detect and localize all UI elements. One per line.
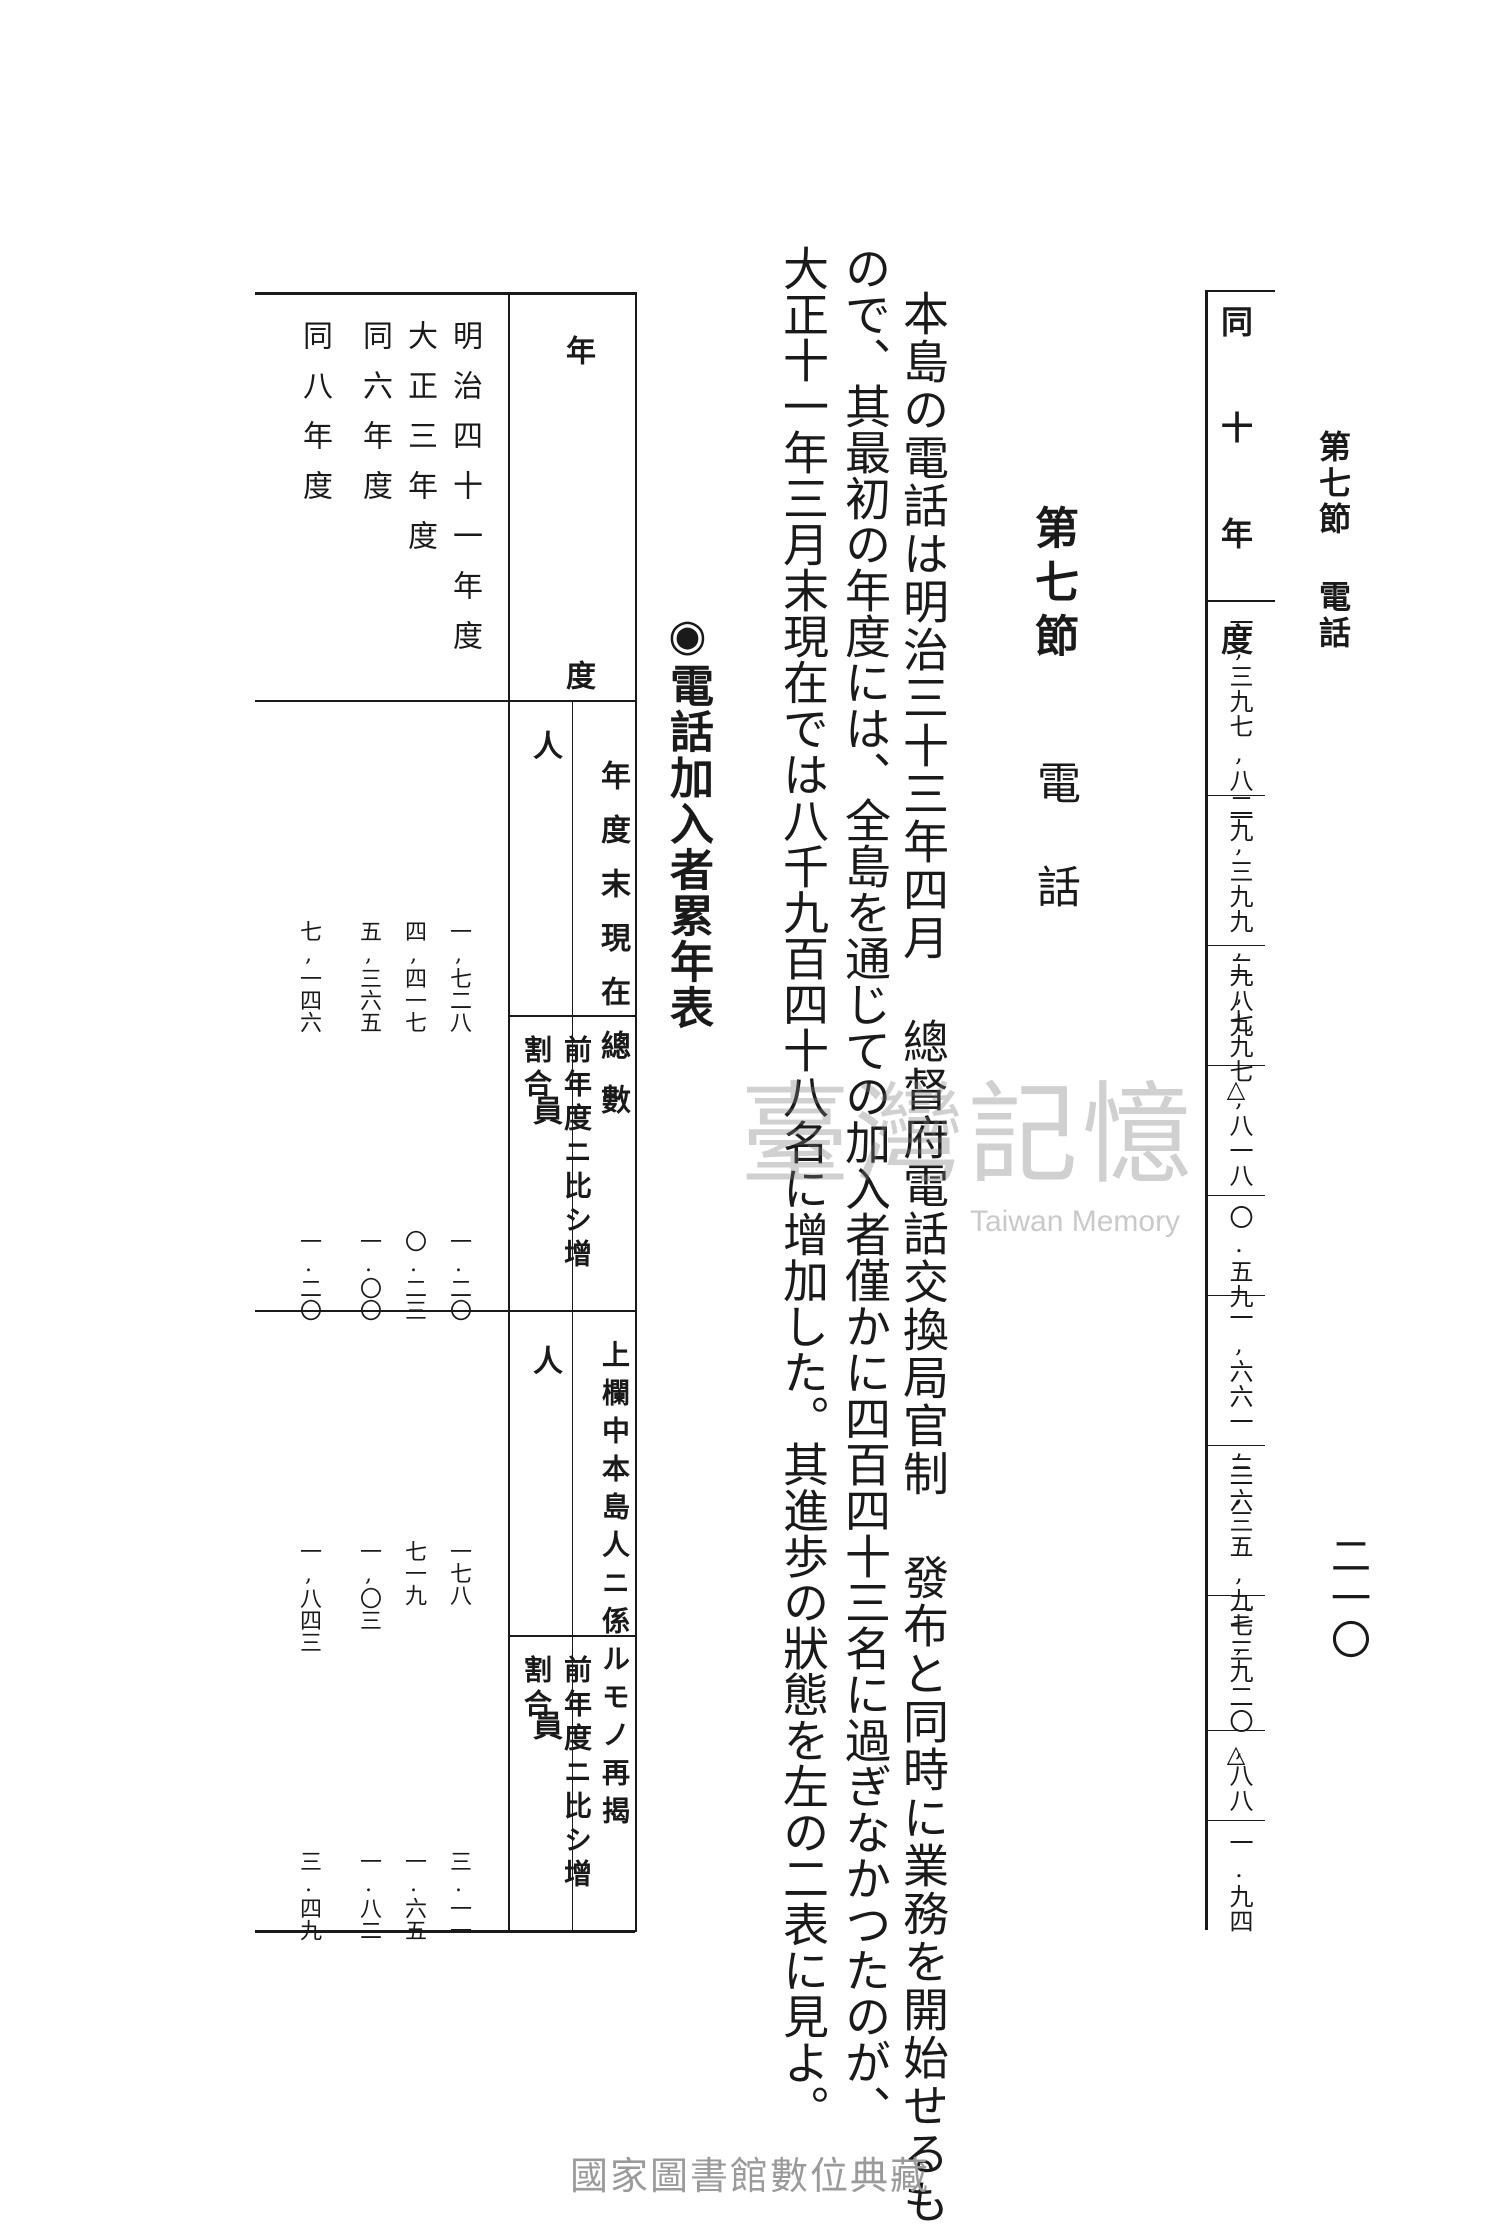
row-g1-ratio: 〇.二三 — [401, 1230, 426, 1321]
top-table-label: 同 十 年 度 — [1216, 305, 1254, 673]
row-g1-ratio: 一.二〇 — [296, 1230, 321, 1321]
page-number: 二一〇 — [1324, 1535, 1370, 1661]
top-table-value: 一,三九九,九八九 — [1225, 805, 1253, 1038]
row-g2-persons: 一,〇三 — [356, 1540, 381, 1631]
watermark-logo-text: 臺灣記憶 — [740, 1071, 1196, 1199]
group2-persons-header: 人 員 — [527, 1345, 562, 1890]
group1-ratio-header: 前年度ニ比シ增割合 — [520, 1035, 593, 1273]
row-g2-ratio: 一.八二 — [356, 1850, 381, 1941]
row-g2-persons: 七一九 — [401, 1540, 426, 1606]
row-year: 大正三年度 — [402, 320, 437, 570]
row-g1-persons: 五,三六五 — [356, 920, 381, 1033]
section-heading-sub: 電話 — [1029, 760, 1080, 968]
top-table-value: 三,九二〇,八八 — [1225, 1605, 1253, 1813]
top-table-value: 一,六六一,二六 — [1225, 1305, 1253, 1513]
group1-persons-header: 人 員 — [527, 730, 562, 1275]
row-g2-ratio: 一.六五 — [401, 1850, 426, 1941]
row-g1-persons: 四,四一七 — [401, 920, 426, 1033]
group1-header: 年度末現在總數 — [595, 760, 630, 1138]
section-heading: 第七節 — [1027, 505, 1078, 667]
row-g2-persons: 一七八 — [446, 1540, 471, 1606]
row-year: 同六年度 — [357, 320, 392, 520]
body-column-3: 大正十一年三月末現在では八千九百四十八名に增加した。其進歩の狀態を左の二表に見よ… — [776, 245, 830, 2131]
row-g1-ratio: 一.二〇 — [446, 1230, 471, 1321]
running-title: 第七節 電話 — [1314, 430, 1352, 652]
top-table-value: △ — [1222, 1740, 1250, 1769]
col-year-header: 年 度 — [560, 335, 595, 820]
group2-ratio-header: 前年度ニ比シ增割合 — [520, 1655, 593, 1893]
group2-header: 上欄中本島人ニ係ルモノ再揭 — [598, 1340, 631, 1834]
top-table-value: 〇.五九 — [1225, 1205, 1253, 1309]
top-table-value: 一,三九七,八二九 — [1225, 610, 1253, 843]
top-table-value: 一.九四 — [1225, 1830, 1253, 1934]
row-g2-ratio: 三.四九 — [296, 1850, 321, 1941]
body-column-2: ので、其最初の年度には、全島を通じての加入者僅かに四百四十三名に過ぎなかつたのが… — [838, 245, 892, 2131]
footer-credit: 國家圖書館數位典藏 — [569, 2154, 930, 2198]
watermark-latin: Taiwan Memory — [970, 1205, 1181, 1238]
top-table-value: △ — [1222, 1075, 1250, 1104]
row-year: 明治四十一年度 — [447, 320, 482, 670]
row-g1-ratio: 一.〇〇 — [356, 1230, 381, 1321]
row-g2-persons: 一,八四三 — [296, 1540, 321, 1653]
row-g1-persons: 七,一四六 — [296, 920, 321, 1033]
watermark: 臺灣記憶 Taiwan Memory — [740, 1080, 1200, 1260]
row-g2-ratio: 三.一一 — [446, 1850, 471, 1941]
row-g1-persons: 一,七二八 — [446, 920, 471, 1033]
top-table-value: 三,三五,九七三 — [1225, 1455, 1253, 1663]
table-title: ◉電話加入者累年表 — [662, 610, 713, 1031]
top-table-value: 二,七九七,八一八 — [1225, 955, 1253, 1188]
body-column-1: 本島の電話は明治三十三年四月 總督府電話交換局官制 發布と同時に業務を開始せるも — [896, 290, 950, 2226]
row-year: 同八年度 — [297, 320, 332, 520]
